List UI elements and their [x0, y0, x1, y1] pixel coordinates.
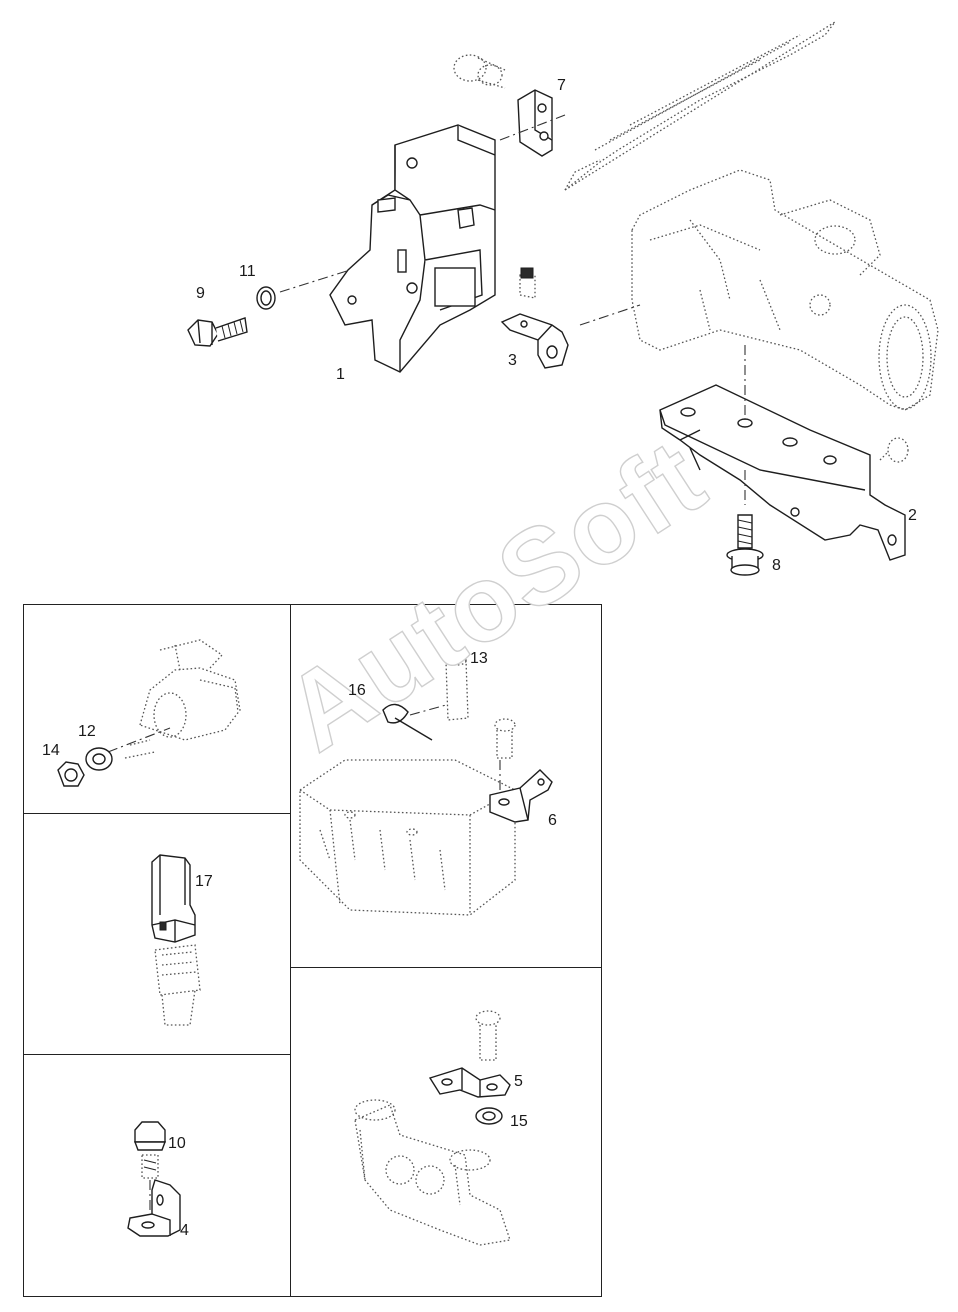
callout-12: 12 — [78, 723, 96, 740]
phantom-bolt-right-top — [494, 718, 516, 759]
part-13-pin — [445, 656, 469, 721]
inset-cylinder-assembly — [107, 639, 241, 759]
axis-line-bracket — [279, 114, 566, 293]
part-9-bolt — [187, 317, 248, 347]
callout-11: 11 — [239, 263, 256, 280]
callout-15: 15 — [510, 1113, 528, 1130]
callout-10: 10 — [168, 1135, 186, 1152]
part-4-angle-bracket — [127, 1179, 181, 1237]
callout-7: 7 — [557, 77, 566, 94]
callout-2: 2 — [908, 507, 917, 524]
callout-5: 5 — [514, 1073, 523, 1090]
part-5-offset-bracket — [428, 1067, 511, 1098]
callout-8: 8 — [772, 557, 781, 574]
part-3-sensor-bracket — [500, 267, 569, 369]
part-1-main-bracket — [329, 124, 496, 373]
callout-4: 4 — [180, 1222, 189, 1239]
callout-6: 6 — [548, 812, 557, 829]
part-16-clip — [382, 703, 433, 741]
phantom-valve-block — [299, 759, 516, 916]
part-14-nut — [57, 761, 85, 787]
part-2-mounting-bracket — [659, 384, 906, 561]
axis-line-part-16 — [409, 704, 501, 790]
part-7-small-bracket — [517, 89, 553, 157]
part-12-washer — [85, 747, 113, 771]
inset-panel-right-bottom — [290, 967, 602, 1297]
part-8-flange-bolt — [726, 514, 764, 576]
phantom-exhaust-tube — [631, 169, 939, 411]
callout-14: 14 — [42, 742, 60, 759]
phantom-sensor-right — [879, 437, 909, 463]
part-15-washer — [475, 1107, 503, 1125]
phantom-bracket-block — [354, 1099, 511, 1246]
callout-1: 1 — [336, 366, 345, 383]
part-6-l-bracket — [489, 769, 553, 823]
callout-17: 17 — [195, 873, 213, 890]
callout-13: 13 — [470, 650, 488, 667]
phantom-connector-middle — [154, 944, 201, 1026]
callout-16: 16 — [348, 682, 366, 699]
phantom-bolt-right-bottom — [475, 1010, 501, 1061]
part-17-clip — [151, 854, 196, 943]
part-10-bolt — [133, 1121, 167, 1179]
callout-9: 9 — [196, 285, 205, 302]
phantom-frame-rail — [564, 21, 836, 191]
part-11-washer — [256, 286, 276, 310]
axis-line-tube — [579, 304, 746, 505]
callout-3: 3 — [508, 352, 517, 369]
phantom-nut-top — [453, 54, 506, 89]
